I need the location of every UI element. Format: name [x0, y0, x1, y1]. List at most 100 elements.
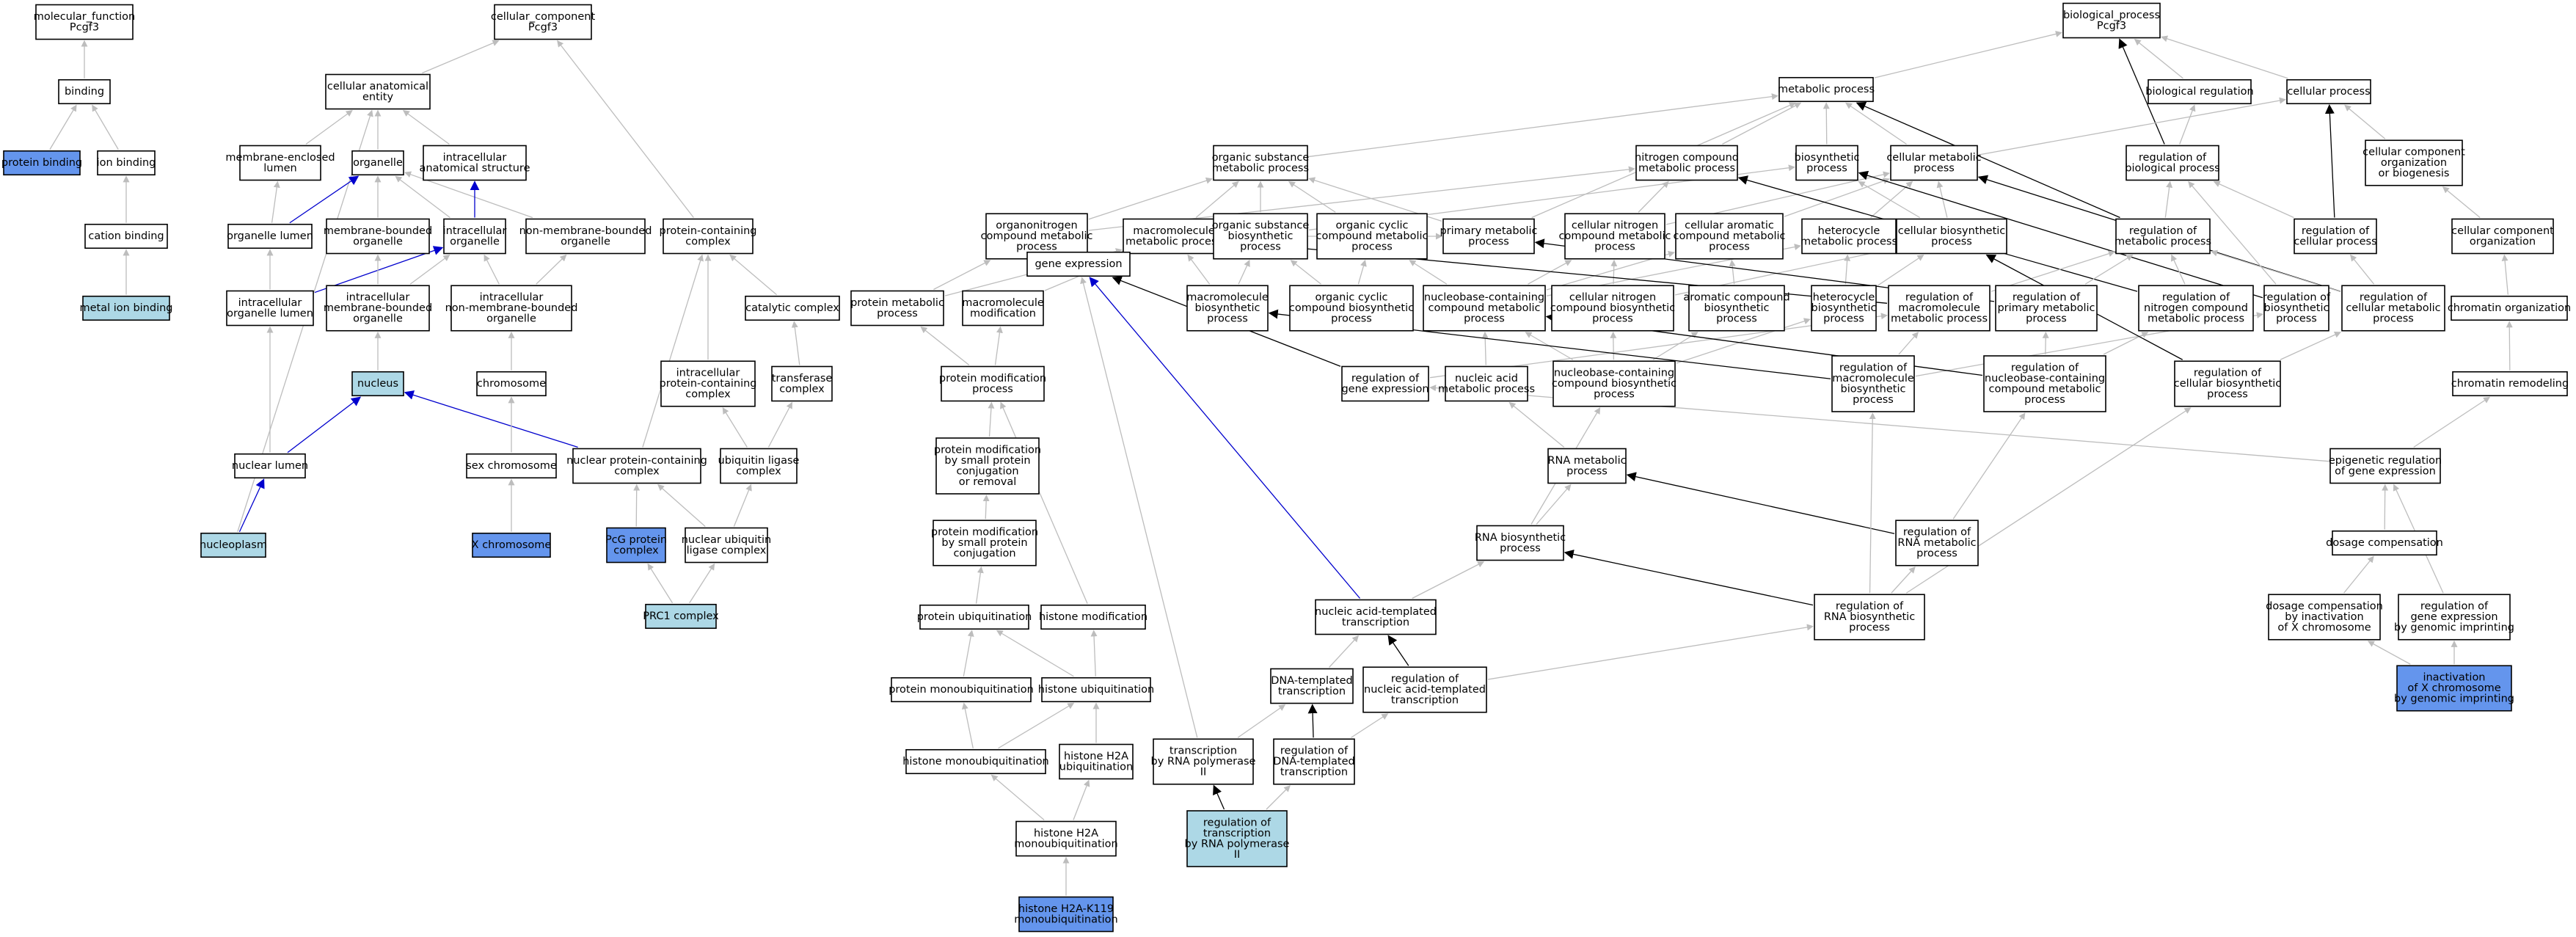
node-chromatin-organization[interactable]: chromatin organization	[2448, 295, 2571, 321]
node-x-chromosome[interactable]: X chromosome	[472, 532, 552, 558]
node-protein-binding[interactable]: protein binding	[1, 150, 82, 176]
node-organelle-lumen[interactable]: organelle lumen	[227, 223, 313, 249]
node-histone-ubiquitination[interactable]: histone ubiquitination	[1038, 677, 1154, 703]
node-rnccmp[interactable]: regulation ofnucleobase-containingcompou…	[1983, 355, 2106, 412]
node-chromosome[interactable]: chromosome	[476, 371, 547, 397]
node-nucleus[interactable]: nucleus	[351, 371, 404, 397]
node-biological-regulation[interactable]: biological regulation	[2145, 79, 2254, 105]
node-organelle[interactable]: organelle	[351, 150, 404, 176]
node-dosage-compensation[interactable]: dosage compensation	[2326, 530, 2443, 556]
node-protein-ubiquitination[interactable]: protein ubiquitination	[917, 604, 1032, 630]
node-metabolic-process[interactable]: metabolic process	[1778, 76, 1875, 103]
node-histone-modification[interactable]: histone modification	[1039, 604, 1147, 630]
node-sex-chromosome[interactable]: sex chromosome	[466, 453, 557, 479]
node-ion-binding[interactable]: ion binding	[97, 150, 156, 176]
node-binding[interactable]: binding	[58, 79, 111, 105]
node-gene-expression[interactable]: gene expression	[1026, 251, 1131, 277]
node-rmbp[interactable]: regulation ofmacromoleculebiosyntheticpr…	[1831, 355, 1915, 412]
node-chromatin-remodeling[interactable]: chromatin remodeling	[2451, 371, 2569, 397]
node-inmbo[interactable]: intracellularnon-membrane-boundedorganel…	[445, 285, 578, 332]
node-prc1[interactable]: PRC1 complex	[643, 603, 719, 630]
node-cation-binding[interactable]: cation binding	[84, 223, 168, 249]
node-cellular-process[interactable]: cellular process	[2286, 79, 2371, 105]
node-nucleoplasm[interactable]: nucleoplasm	[200, 532, 267, 558]
node-nuclear-lumen[interactable]: nuclear lumen	[232, 453, 308, 479]
node-histone-monoubiquitination[interactable]: histone monoubiquitination	[902, 748, 1049, 775]
node-metal-ion-binding[interactable]: metal ion binding	[79, 295, 173, 321]
